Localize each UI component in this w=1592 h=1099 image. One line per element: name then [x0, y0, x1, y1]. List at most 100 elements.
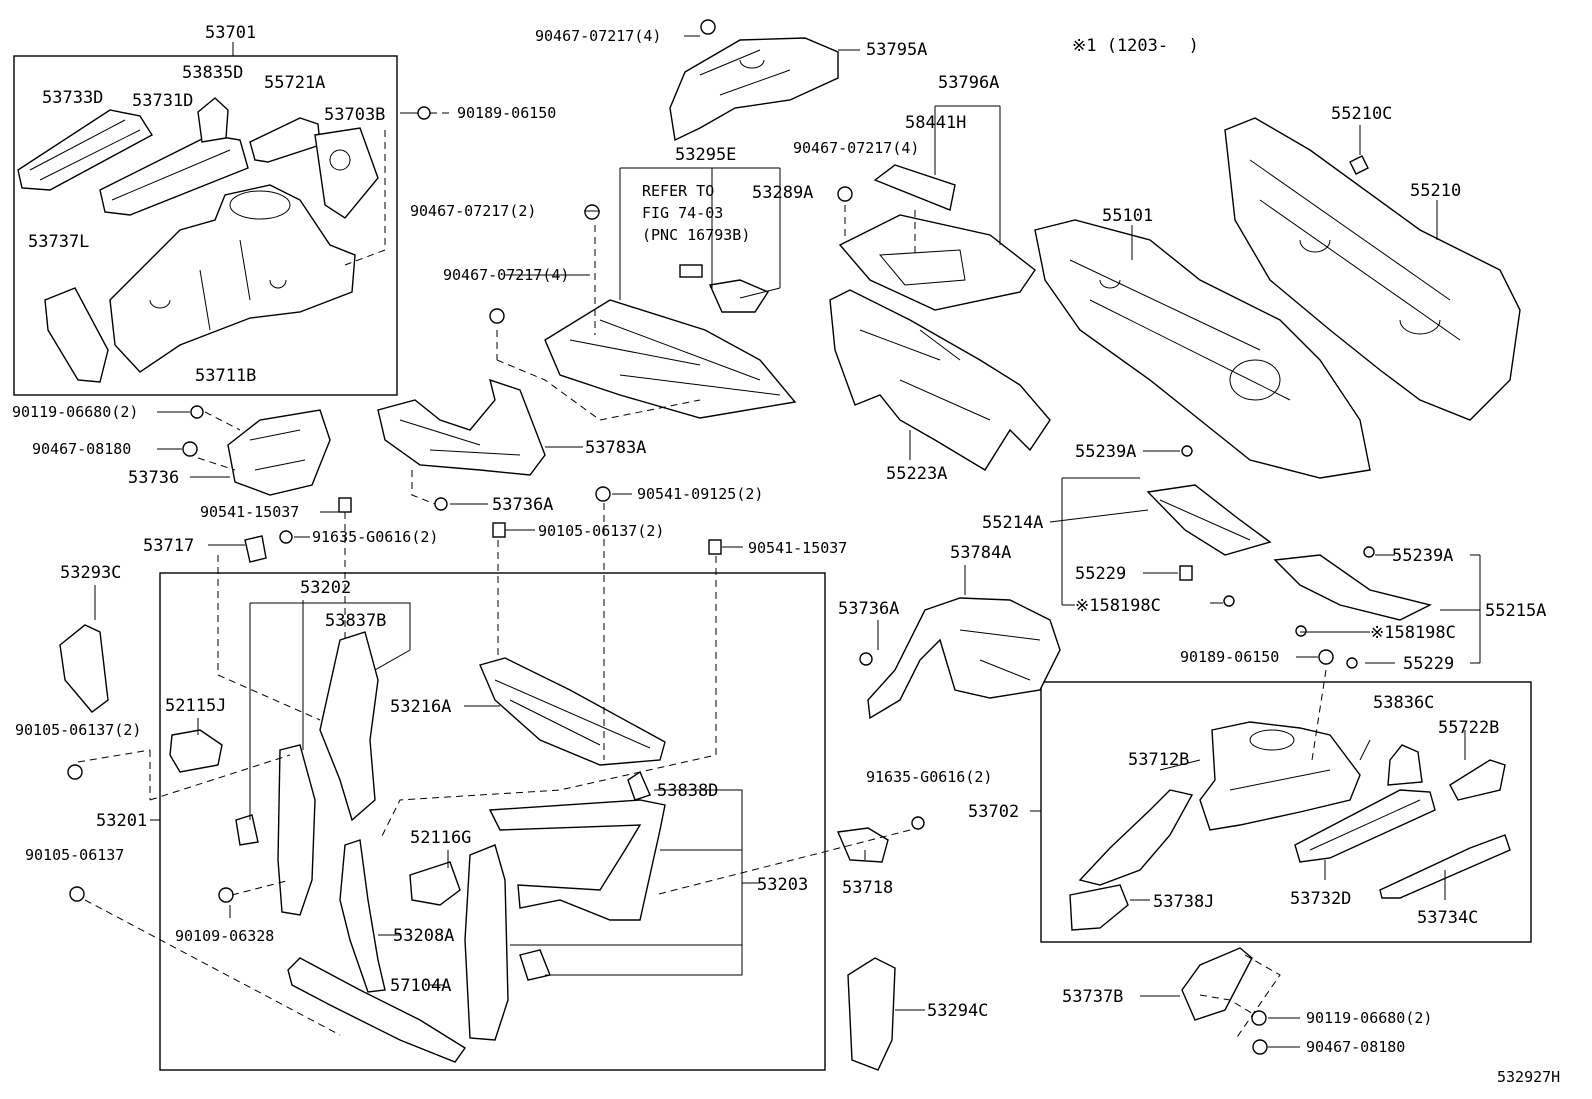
part-53836C-shape [1387, 744, 1423, 786]
group-box-53201 [159, 572, 826, 1071]
label-58441H: 58441H [905, 113, 966, 133]
part-53784A-shape [867, 597, 1061, 720]
label-53736A-b: 53736A [838, 599, 899, 619]
label-90467-07217-4-b: 90467-07217(4) [443, 266, 569, 284]
note: ※1 (1203- ) [1072, 36, 1199, 56]
part-53294C-shape [847, 957, 896, 1071]
label-55721A: 55721A [264, 73, 325, 93]
label-90467-07217-2: 90467-07217(2) [410, 202, 536, 220]
part-53203-shape [488, 799, 666, 921]
label-53703B: 53703B [324, 105, 385, 125]
label-91635-G0616-2-a: 91635-G0616(2) [312, 528, 438, 546]
label-90467-07217-4-c: 90467-07217(4) [793, 139, 919, 157]
label-53836C: 53836C [1373, 693, 1434, 713]
part-53737B-shape [1181, 947, 1253, 1021]
label-53733D: 53733D [42, 88, 103, 108]
label-55214A: 55214A [982, 513, 1043, 533]
part-53795A-shape [669, 37, 839, 142]
label-90105-06137: 90105-06137 [25, 846, 124, 864]
group-boxes [13, 42, 1532, 1071]
label-90467-08180-b: 90467-08180 [1306, 1038, 1405, 1056]
label-57104A: 57104A [390, 976, 451, 996]
label-55722B: 55722B [1438, 718, 1499, 738]
part-53783A-shape [377, 378, 546, 476]
part-55214A-shape [1146, 484, 1272, 556]
label-53203: 53203 [757, 875, 808, 895]
label-53838D: 53838D [657, 781, 718, 801]
label-53702: 53702 [968, 802, 1019, 822]
label-53783A: 53783A [585, 438, 646, 458]
label-53731D: 53731D [132, 91, 193, 111]
group-box-53701 [13, 55, 398, 396]
part-53738J-shape [1069, 884, 1129, 931]
part-53736-shape [227, 409, 331, 496]
part-53737L-shape [44, 287, 109, 383]
part-drawings [17, 37, 1521, 1071]
label-53216A: 53216A [390, 697, 451, 717]
label-53208A: 53208A [393, 926, 454, 946]
label-55223A: 55223A [886, 464, 947, 484]
leader-lines [77, 35, 1481, 1048]
label-53837B: 53837B [325, 611, 386, 631]
label-53711B: 53711B [195, 366, 256, 386]
part-53702-apron-shape [1199, 721, 1361, 831]
label-53737L: 53737L [28, 232, 89, 252]
label-53293C: 53293C [60, 563, 121, 583]
part-53733D-shape [17, 109, 153, 191]
label-53712B: 53712B [1128, 750, 1189, 770]
label-90119-06680-2-b: 90119-06680(2) [1306, 1009, 1432, 1027]
part-53202-shape [277, 744, 316, 916]
label-55210C: 55210C [1331, 104, 1392, 124]
label-58198C-b: ※158198C [1370, 623, 1456, 643]
label-53202: 53202 [300, 578, 351, 598]
label-52115J: 52115J [165, 696, 226, 716]
label-90541-09125-2: 90541-09125(2) [637, 485, 763, 503]
label-55210: 55210 [1410, 181, 1461, 201]
label-53289A: 53289A [752, 183, 813, 203]
label-53717: 53717 [143, 536, 194, 556]
label-53732D: 53732D [1290, 889, 1351, 909]
part-53216A-shape [479, 657, 666, 766]
label-90105-06137-2-a: 90105-06137(2) [538, 522, 664, 540]
part-55210-shape [1224, 117, 1521, 421]
label-53835D: 53835D [182, 63, 243, 83]
label-90467-08180-a: 90467-08180 [32, 440, 131, 458]
part-53734C-shape [1379, 834, 1511, 899]
part-53712B-shape [1078, 789, 1194, 886]
part-52116G-shape [409, 861, 461, 906]
label-53795A: 53795A [866, 40, 927, 60]
label-90189-06150-b: 90189-06150 [1180, 648, 1279, 666]
label-58198C-a: ※158198C [1075, 596, 1161, 616]
part-57104A-shape [287, 957, 467, 1063]
label-91635-G0616-2-b: 91635-G0616(2) [866, 768, 992, 786]
label-55229-b: 55229 [1403, 654, 1454, 674]
part-53295E-shape [679, 264, 703, 278]
label-52116G: 52116G [410, 828, 471, 848]
group-box-53702 [1040, 681, 1532, 943]
part-labels: 53701 53733D 53835D 53731D 55721A 53703B… [12, 23, 1560, 1086]
part-55210C-shape [1349, 155, 1369, 175]
part-53835D-shape [197, 97, 229, 143]
label-53737B: 53737B [1062, 987, 1123, 1007]
label-53701: 53701 [205, 23, 256, 43]
label-55229-a: 55229 [1075, 564, 1126, 584]
diagram-id: 532927H [1497, 1068, 1560, 1086]
part-53717-shape [244, 535, 267, 563]
part-55215A-shape [1273, 554, 1433, 621]
label-55239A-a: 55239A [1075, 442, 1136, 462]
label-53738J: 53738J [1153, 892, 1214, 912]
label-53734C: 53734C [1417, 908, 1478, 928]
label-55239A-b: 55239A [1392, 546, 1453, 566]
label-53294C: 53294C [927, 1001, 988, 1021]
part-52115J-shape [169, 729, 223, 773]
label-53718: 53718 [842, 878, 893, 898]
label-90189-06150-a: 90189-06150 [457, 104, 556, 122]
label-53736A-a: 53736A [492, 495, 553, 515]
part-53293C-shape [59, 624, 109, 713]
part-58441H-shape [873, 164, 956, 211]
part-53732D-shape [1294, 789, 1436, 863]
part-55721A-shape [249, 117, 321, 163]
label-55215A: 55215A [1485, 601, 1546, 621]
label-53736: 53736 [128, 468, 179, 488]
